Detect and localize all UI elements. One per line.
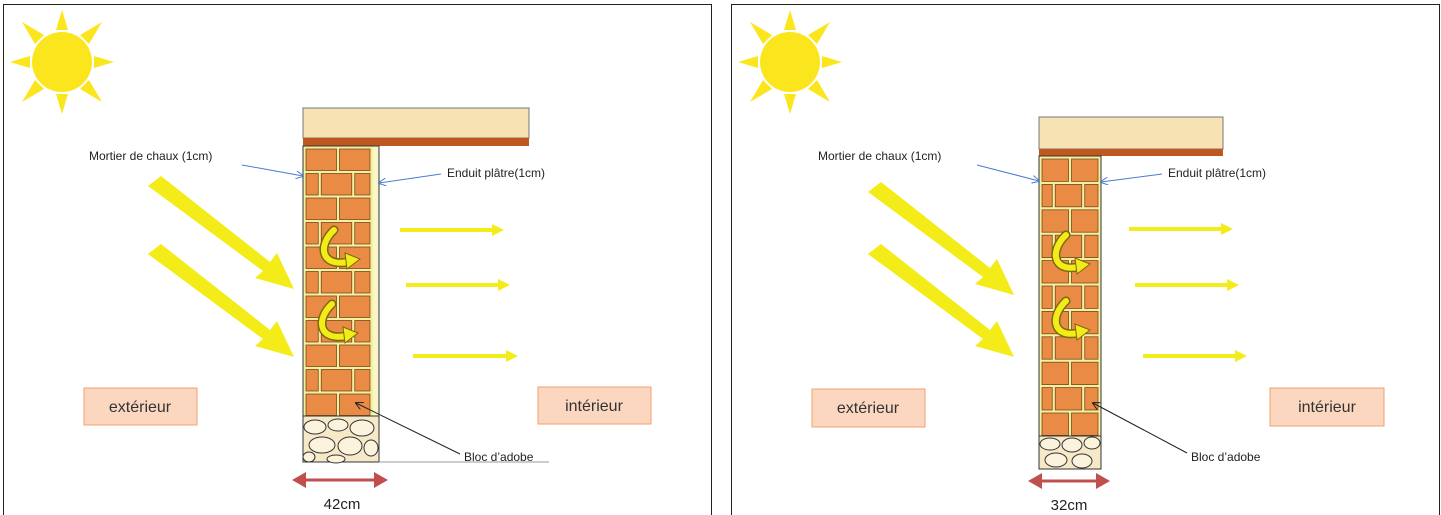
adobe-brick	[1041, 234, 1053, 258]
adobe-brick	[339, 148, 371, 171]
adobe-brick	[1041, 158, 1069, 182]
adobe-brick	[1041, 209, 1069, 233]
adobe-brick	[354, 320, 371, 343]
mortar-label: Mortier de chaux (1cm)	[89, 149, 212, 163]
adobe-brick	[354, 369, 371, 392]
adobe-brick	[305, 197, 337, 220]
adobe-brick	[1054, 387, 1083, 411]
adobe-brick	[1041, 183, 1053, 208]
wall-section-diagram: Mortier de chaux (1cm) Enduit plâtre(1cm…	[10, 10, 652, 513]
floor-beam	[303, 138, 529, 146]
interior-label: intérieur	[1298, 399, 1356, 416]
sun-icon	[738, 10, 842, 114]
exterior-label: extérieur	[109, 399, 172, 416]
adobe-brick	[1071, 412, 1099, 436]
adobe-pointer	[356, 403, 461, 455]
wall-width-dimension: 32cm	[1028, 473, 1110, 514]
adobe-brick	[1041, 285, 1053, 309]
adobe-brick	[1084, 387, 1099, 411]
adobe-brick	[1071, 158, 1099, 182]
incoming-radiation-arrows	[148, 176, 294, 357]
adobe-brick	[305, 369, 319, 392]
incoming-radiation-arrows	[868, 182, 1014, 357]
adobe-brick	[339, 393, 371, 416]
stone-foundation	[1038, 435, 1102, 470]
interior-label: intérieur	[565, 398, 623, 415]
adobe-brick	[305, 222, 319, 245]
adobe-brick	[1084, 234, 1099, 258]
wall-width-label: 42cm	[324, 496, 361, 513]
adobe-brick	[1084, 183, 1099, 208]
wall-section-diagram: Mortier de chaux (1cm) Enduit plâtre(1cm…	[738, 10, 1385, 514]
adobe-brick	[305, 173, 319, 196]
interior-box: intérieur	[1269, 387, 1385, 427]
adobe-wall	[1038, 155, 1102, 437]
adobe-brick	[1041, 361, 1069, 386]
mortar-pointer	[241, 164, 303, 176]
adobe-brick	[354, 222, 371, 245]
adobe-brick	[339, 295, 371, 318]
adobe-brick	[1084, 336, 1099, 360]
adobe-label: Bloc d’adobe	[1191, 450, 1261, 464]
diagram-panel-42cm: Mortier de chaux (1cm) Enduit plâtre(1cm…	[3, 4, 712, 515]
adobe-brick	[320, 369, 353, 392]
exterior-label: extérieur	[837, 400, 900, 417]
mortar-pointer	[976, 164, 1039, 181]
adobe-brick	[339, 197, 371, 220]
plaster-label: Enduit plâtre(1cm)	[1168, 166, 1266, 180]
adobe-wall	[302, 145, 380, 417]
adobe-label: Bloc d’adobe	[464, 450, 534, 464]
heat-storage-arrows	[1051, 230, 1092, 341]
adobe-brick	[305, 148, 337, 171]
adobe-brick	[339, 344, 371, 367]
adobe-brick	[305, 344, 337, 367]
adobe-brick	[1054, 336, 1083, 360]
adobe-brick	[354, 271, 371, 294]
adobe-brick	[305, 271, 319, 294]
plaster-pointer	[379, 173, 442, 183]
ceiling-slab	[1038, 116, 1224, 150]
adobe-brick	[1071, 361, 1099, 386]
adobe-brick	[1071, 209, 1099, 233]
adobe-pointer	[1093, 403, 1188, 454]
adobe-brick	[1041, 336, 1053, 360]
exterior-box: extérieur	[83, 387, 198, 426]
floor-beam	[1039, 149, 1223, 156]
mortar-label: Mortier de chaux (1cm)	[818, 149, 941, 163]
adobe-brick	[1041, 387, 1053, 411]
emitted-heat-arrows	[1129, 223, 1247, 362]
sun-icon	[10, 10, 114, 114]
stone-foundation	[302, 415, 380, 464]
wall-width-label: 32cm	[1051, 497, 1088, 514]
adobe-brick	[305, 393, 337, 416]
interior-box: intérieur	[537, 386, 652, 425]
wall-width-dimension: 42cm	[292, 472, 388, 513]
heat-storage-arrows	[317, 225, 362, 344]
adobe-brick	[354, 173, 371, 196]
emitted-heat-arrows	[400, 224, 518, 362]
adobe-brick	[1084, 285, 1099, 309]
ceiling-slab	[302, 107, 530, 139]
plaster-pointer	[1101, 173, 1163, 182]
adobe-brick	[305, 320, 319, 343]
plaster-label: Enduit plâtre(1cm)	[447, 166, 545, 180]
adobe-brick	[1041, 412, 1069, 436]
adobe-brick	[1054, 183, 1083, 208]
adobe-brick	[320, 271, 353, 294]
adobe-brick	[320, 173, 353, 196]
diagram-panel-32cm: Mortier de chaux (1cm) Enduit plâtre(1cm…	[731, 4, 1440, 515]
exterior-box: extérieur	[811, 388, 926, 428]
